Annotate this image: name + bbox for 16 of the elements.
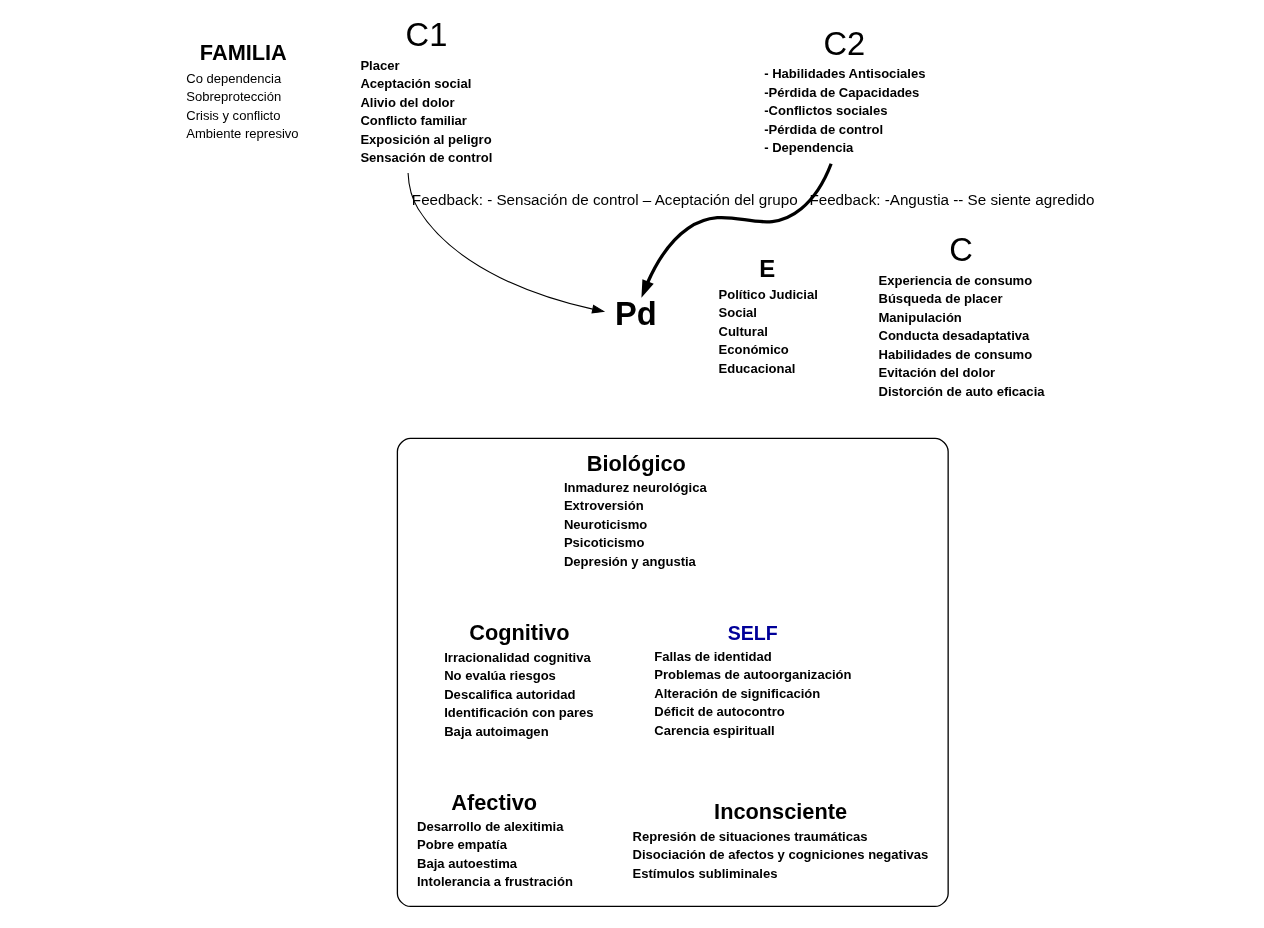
node-text: Biológico Inmadurez neurológica Extroversión Neuroticismo Psicoticismo Depresión y angustia bbox=[563, 450, 707, 569]
node-text: FAMILIA Co dependencia Sobreprotección Crisis y conflicto Ambiente represivo bbox=[185, 40, 299, 142]
arrow bbox=[640, 163, 833, 298]
cluster bbox=[396, 437, 949, 908]
node-text: C1 Placer Aceptación social Alivio del dolor Conflicto familiar Exposición al peligro Sensación de control bbox=[359, 16, 492, 166]
edge-label: Feedback: -Angustia -- Se siente agredido bbox=[808, 190, 1095, 208]
node-text: C2 - Habilidades Antisociales -Pérdida de Capacidades -Conflictos sociales -Pérdida de control - Dependencia bbox=[763, 24, 925, 156]
node-text: C Experiencia de consumo Búsqueda de placer Manipulación Conducta desadaptativa Habilidades de consumo Evitación del dolor Distorción de auto eficacia bbox=[877, 231, 1045, 399]
node-text: SELF Fallas de identidad Problemas de autoorganización Alteración de significación Déficit de autocontro Carencia espirituall bbox=[653, 621, 851, 738]
edge-label: Feedback: - Sensación de control – Aceptación del grupo bbox=[411, 190, 798, 208]
arrow bbox=[407, 172, 605, 314]
node-text: Inconsciente Represión de situaciones traumáticas Disociación de afectos y cogniciones negativas Estímulos subliminales bbox=[632, 799, 928, 881]
node-text: Pd bbox=[614, 295, 657, 333]
node-text: E Político Judicial Social Cultural Económico Educacional bbox=[717, 254, 818, 376]
node-text: Afectivo Desarrollo de alexitimia Pobre empatía Baja autoestima Intolerancia a frustración bbox=[416, 789, 573, 890]
node-text: Cognitivo Irracionalidad cognitiva No evalúa riesgos Descalifica autoridad Identificación con pares Baja autoimagen bbox=[443, 620, 594, 739]
